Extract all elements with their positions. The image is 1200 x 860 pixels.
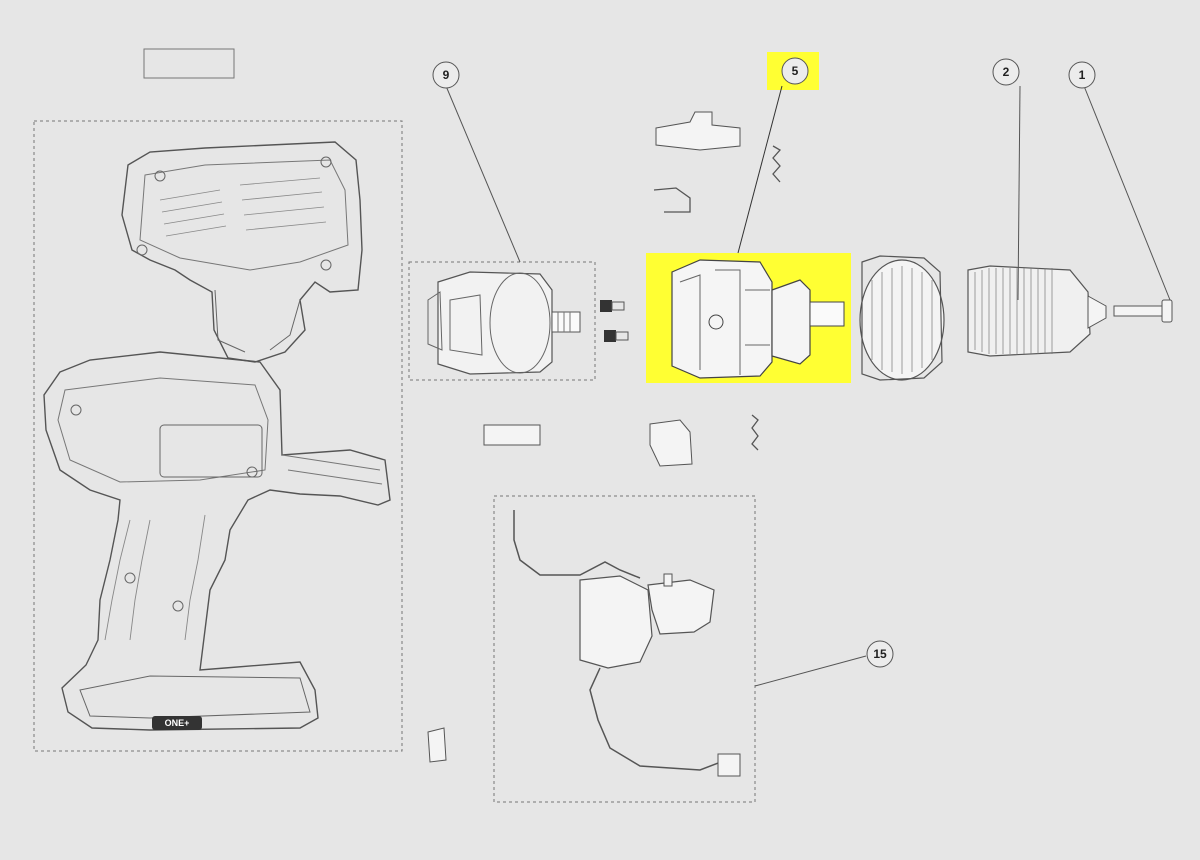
callout-circle	[992, 58, 1020, 86]
screw-hole	[320, 259, 332, 271]
callout-2[interactable]: 2	[992, 58, 1020, 86]
chuck-knurl	[974, 268, 1053, 354]
motor-can	[489, 272, 551, 374]
screw-hole	[172, 600, 184, 612]
housing-top	[121, 141, 363, 363]
motor-body	[437, 271, 553, 375]
callout-circle	[1068, 61, 1096, 89]
callout-label: 5	[792, 64, 799, 78]
switch-trigger	[647, 579, 715, 635]
switch-body	[579, 575, 653, 669]
motor-endcap	[427, 291, 483, 356]
battery-base	[79, 675, 311, 719]
chuck[interactable]	[967, 265, 1107, 357]
gearbox-group[interactable]	[646, 52, 851, 383]
screw-hole	[70, 404, 82, 416]
callout-label: 2	[1003, 65, 1010, 79]
screw-hole	[246, 466, 258, 478]
callout-circle	[866, 640, 894, 668]
switch-wire-bottom	[589, 667, 727, 771]
screw[interactable]	[604, 330, 629, 342]
chuck-screw[interactable]	[1113, 299, 1173, 323]
callout-label: 9	[443, 68, 450, 82]
clutch-ring[interactable]	[859, 255, 945, 381]
spacer-block[interactable]	[483, 424, 541, 446]
switch-connector	[717, 753, 741, 777]
callout-9-leader	[445, 85, 521, 263]
housing-window	[159, 424, 263, 478]
chuck-nose	[1087, 295, 1107, 329]
switch-forward-reverse	[663, 573, 673, 587]
gearbox-clutch	[771, 279, 811, 365]
screw-hole	[124, 572, 136, 584]
callout-15-leader	[754, 655, 867, 687]
housing-group-border	[33, 120, 403, 752]
housing-rail	[281, 454, 383, 485]
motor-shaft	[551, 311, 581, 333]
housing-top-inner	[139, 159, 349, 271]
callout-2-leader	[1017, 85, 1021, 301]
housing-neck	[214, 289, 301, 353]
lock-lever[interactable]	[649, 419, 693, 467]
callout-circle	[781, 57, 809, 85]
callout-label: 15	[873, 647, 887, 661]
callout-5-leader	[737, 85, 783, 254]
clutch-ring-ribs	[871, 266, 933, 374]
chuck-screw-head	[1161, 299, 1173, 323]
clutch-ring-body	[861, 255, 943, 381]
small-spring[interactable]	[772, 145, 782, 183]
switch-assembly-group[interactable]	[493, 495, 756, 803]
callout-15[interactable]: 15	[866, 640, 894, 668]
housing-main	[43, 351, 391, 731]
callout-label: 1	[1079, 68, 1086, 82]
chuck-screw-shank	[1113, 305, 1165, 317]
callout-9[interactable]: 9	[432, 61, 460, 89]
housing-main-inner	[57, 377, 269, 483]
shift-button[interactable]	[655, 111, 741, 151]
chuck-body	[967, 265, 1091, 357]
screw-hole	[154, 170, 166, 182]
spring-clip[interactable]	[653, 187, 691, 213]
motor-group[interactable]	[408, 261, 596, 381]
gearbox-details	[679, 269, 770, 375]
switch-wire-top	[513, 510, 641, 579]
handle-grip-lines	[104, 514, 206, 641]
small-spring-2[interactable]	[751, 414, 759, 451]
screw-hole	[320, 156, 332, 168]
brand-mark: ONE+	[165, 718, 190, 728]
gearbox-spindle	[809, 301, 845, 327]
screw[interactable]	[600, 300, 625, 312]
callout-1-leader	[1083, 85, 1171, 301]
housing-group[interactable]: ONE+	[33, 120, 403, 752]
battery-terminal-clip[interactable]	[427, 727, 447, 763]
callout-circle	[432, 61, 460, 89]
screw-hole	[136, 244, 148, 256]
title-box	[143, 48, 235, 79]
callout-5[interactable]: 5	[781, 57, 809, 85]
brand-badge: ONE+	[152, 716, 202, 730]
gearbox-speed-selector	[708, 314, 724, 330]
housing-top-ribs	[159, 177, 327, 237]
switch-group-border	[493, 495, 756, 803]
callout-1[interactable]: 1	[1068, 61, 1096, 89]
motor-pinion-teeth	[557, 312, 571, 332]
motor-group-border	[408, 261, 596, 381]
